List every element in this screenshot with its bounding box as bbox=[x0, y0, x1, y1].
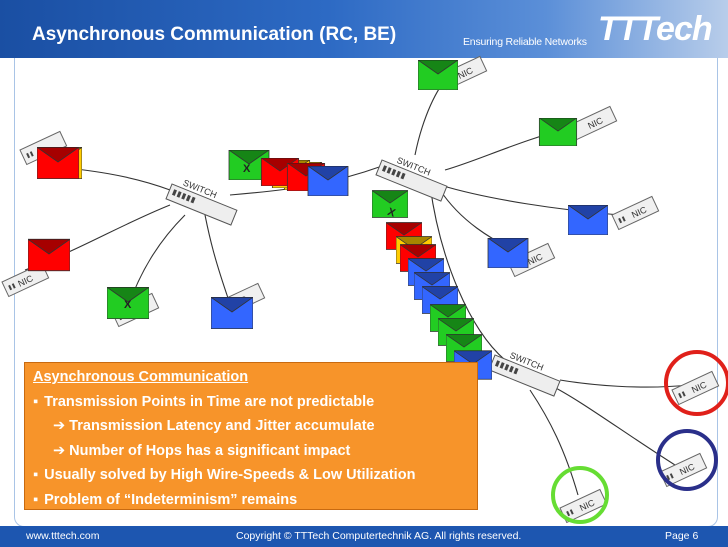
info-subline: ➔ Number of Hops has a significant impac… bbox=[53, 442, 351, 459]
footer-copyright: Copyright © TTTech Computertechnik AG. A… bbox=[236, 530, 522, 542]
info-subline: ➔ Transmission Latency and Jitter accumu… bbox=[53, 418, 375, 434]
cable bbox=[204, 214, 229, 299]
envelope-blue bbox=[487, 238, 529, 268]
info-heading: Asynchronous Communication bbox=[33, 369, 249, 385]
cable bbox=[559, 379, 691, 388]
tagline: Ensuring Reliable Networks bbox=[463, 36, 587, 48]
envelope-blue bbox=[568, 205, 608, 235]
cable bbox=[529, 389, 579, 496]
highlight-circle-navy bbox=[656, 429, 718, 491]
nic-left: NIC bbox=[1, 262, 50, 298]
x-marker: X bbox=[386, 206, 398, 220]
nic-right: NIC bbox=[611, 195, 660, 231]
nic-red-highlight: NIC bbox=[671, 370, 720, 406]
info-line: Problem of “Indeterminism” remains bbox=[33, 488, 469, 513]
info-line: Transmission Points in Time are not pred… bbox=[33, 390, 469, 415]
envelope-green bbox=[538, 118, 578, 146]
footer-bar: www.tttech.com Copyright © TTTech Comput… bbox=[0, 526, 728, 547]
footer-page-number: Page 6 bbox=[665, 530, 699, 542]
x-marker: X bbox=[243, 163, 251, 175]
envelope-green bbox=[418, 60, 458, 90]
x-marker: X bbox=[124, 299, 132, 311]
nic-navy-highlight: NIC bbox=[659, 452, 708, 488]
cable bbox=[429, 184, 506, 361]
info-line: Usually solved by High Wire-Speeds & Low… bbox=[33, 463, 469, 488]
highlight-circle-green bbox=[551, 466, 609, 524]
switch-left: SWITCH bbox=[165, 178, 238, 226]
envelope-group bbox=[28, 60, 608, 380]
envelope-blue bbox=[211, 297, 253, 329]
tttech-logo: TTTech bbox=[598, 10, 713, 48]
footer-website-link[interactable]: www.tttech.com bbox=[26, 530, 100, 542]
cable bbox=[414, 79, 446, 156]
envelope-red bbox=[28, 238, 70, 272]
envelope-red bbox=[37, 147, 79, 179]
switch-bottom: SWITCH bbox=[488, 350, 561, 397]
highlight-circle-red bbox=[664, 350, 728, 416]
info-box: Asynchronous Communication Transmission … bbox=[24, 362, 478, 510]
page-title: Asynchronous Communication (RC, BE) bbox=[32, 24, 397, 45]
envelope-blue bbox=[307, 166, 349, 196]
switch-top: SWITCH bbox=[375, 155, 448, 202]
cable bbox=[549, 384, 676, 466]
header-bar: Asynchronous Communication (RC, BE) Ensu… bbox=[0, 0, 728, 58]
